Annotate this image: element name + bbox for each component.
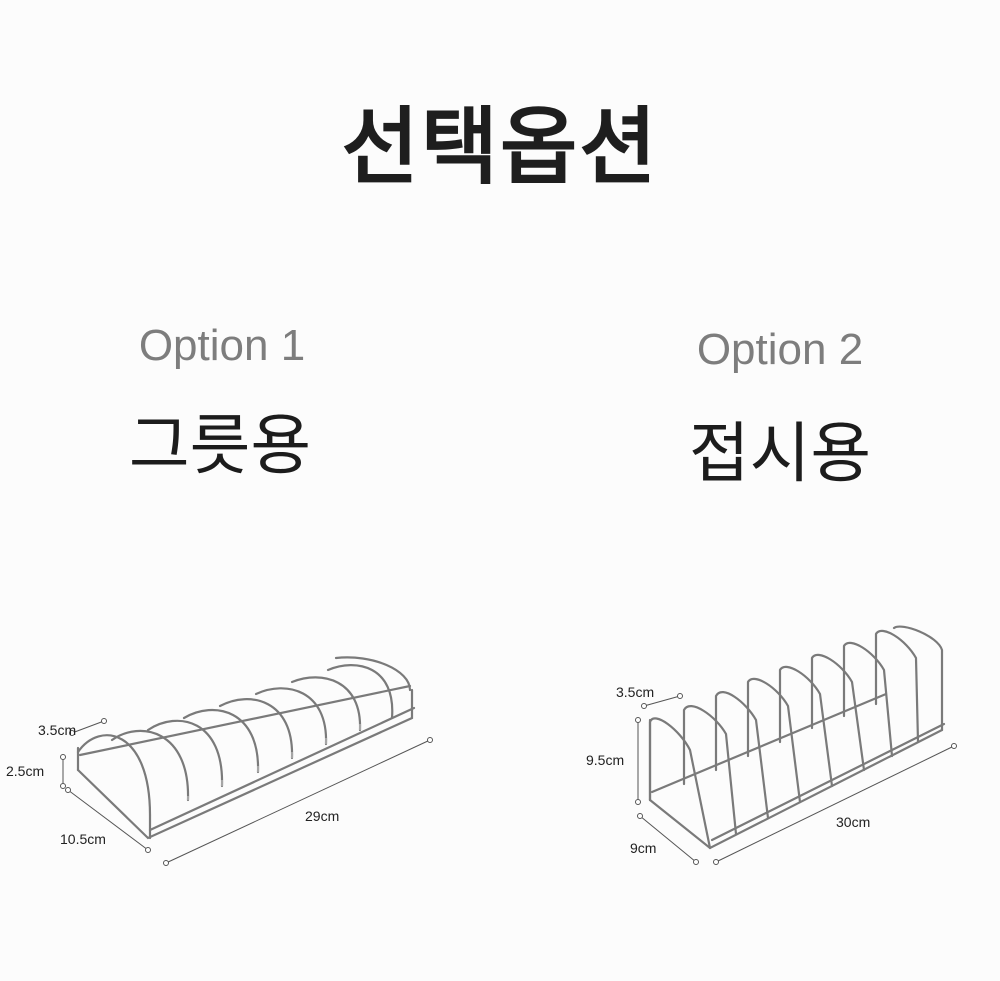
option-2-length-dimension: 30cm [836, 814, 871, 830]
option-1-height-dimension: 2.5cm [6, 763, 45, 779]
option-1-label: Option 1 [138, 321, 306, 370]
plate-rack-drawing [635, 625, 957, 865]
option-1-length-dimension: 29cm [305, 808, 340, 824]
option-2-slot-dimension: 3.5cm [616, 684, 655, 700]
option-1-depth-dimension: 10.5cm [60, 831, 106, 847]
option-1-slot-dimension: 3.5cm [38, 722, 77, 738]
option-1-name: 그릇용 [128, 407, 312, 484]
option-2-depth-dimension: 9cm [630, 840, 657, 856]
option-2-label: Option 2 [696, 325, 864, 374]
plate-rack-image: 3.5cm 9.5cm 9cm 30cm [540, 600, 1000, 920]
option-2-name: 접시용 [688, 415, 872, 492]
option-2-height-dimension: 9.5cm [586, 752, 625, 768]
bowl-rack-image: 3.5cm 2.5cm 10.5cm 29cm [0, 600, 480, 920]
bowl-rack-drawing [60, 656, 433, 866]
page-title: 선택옵션 [341, 98, 659, 196]
